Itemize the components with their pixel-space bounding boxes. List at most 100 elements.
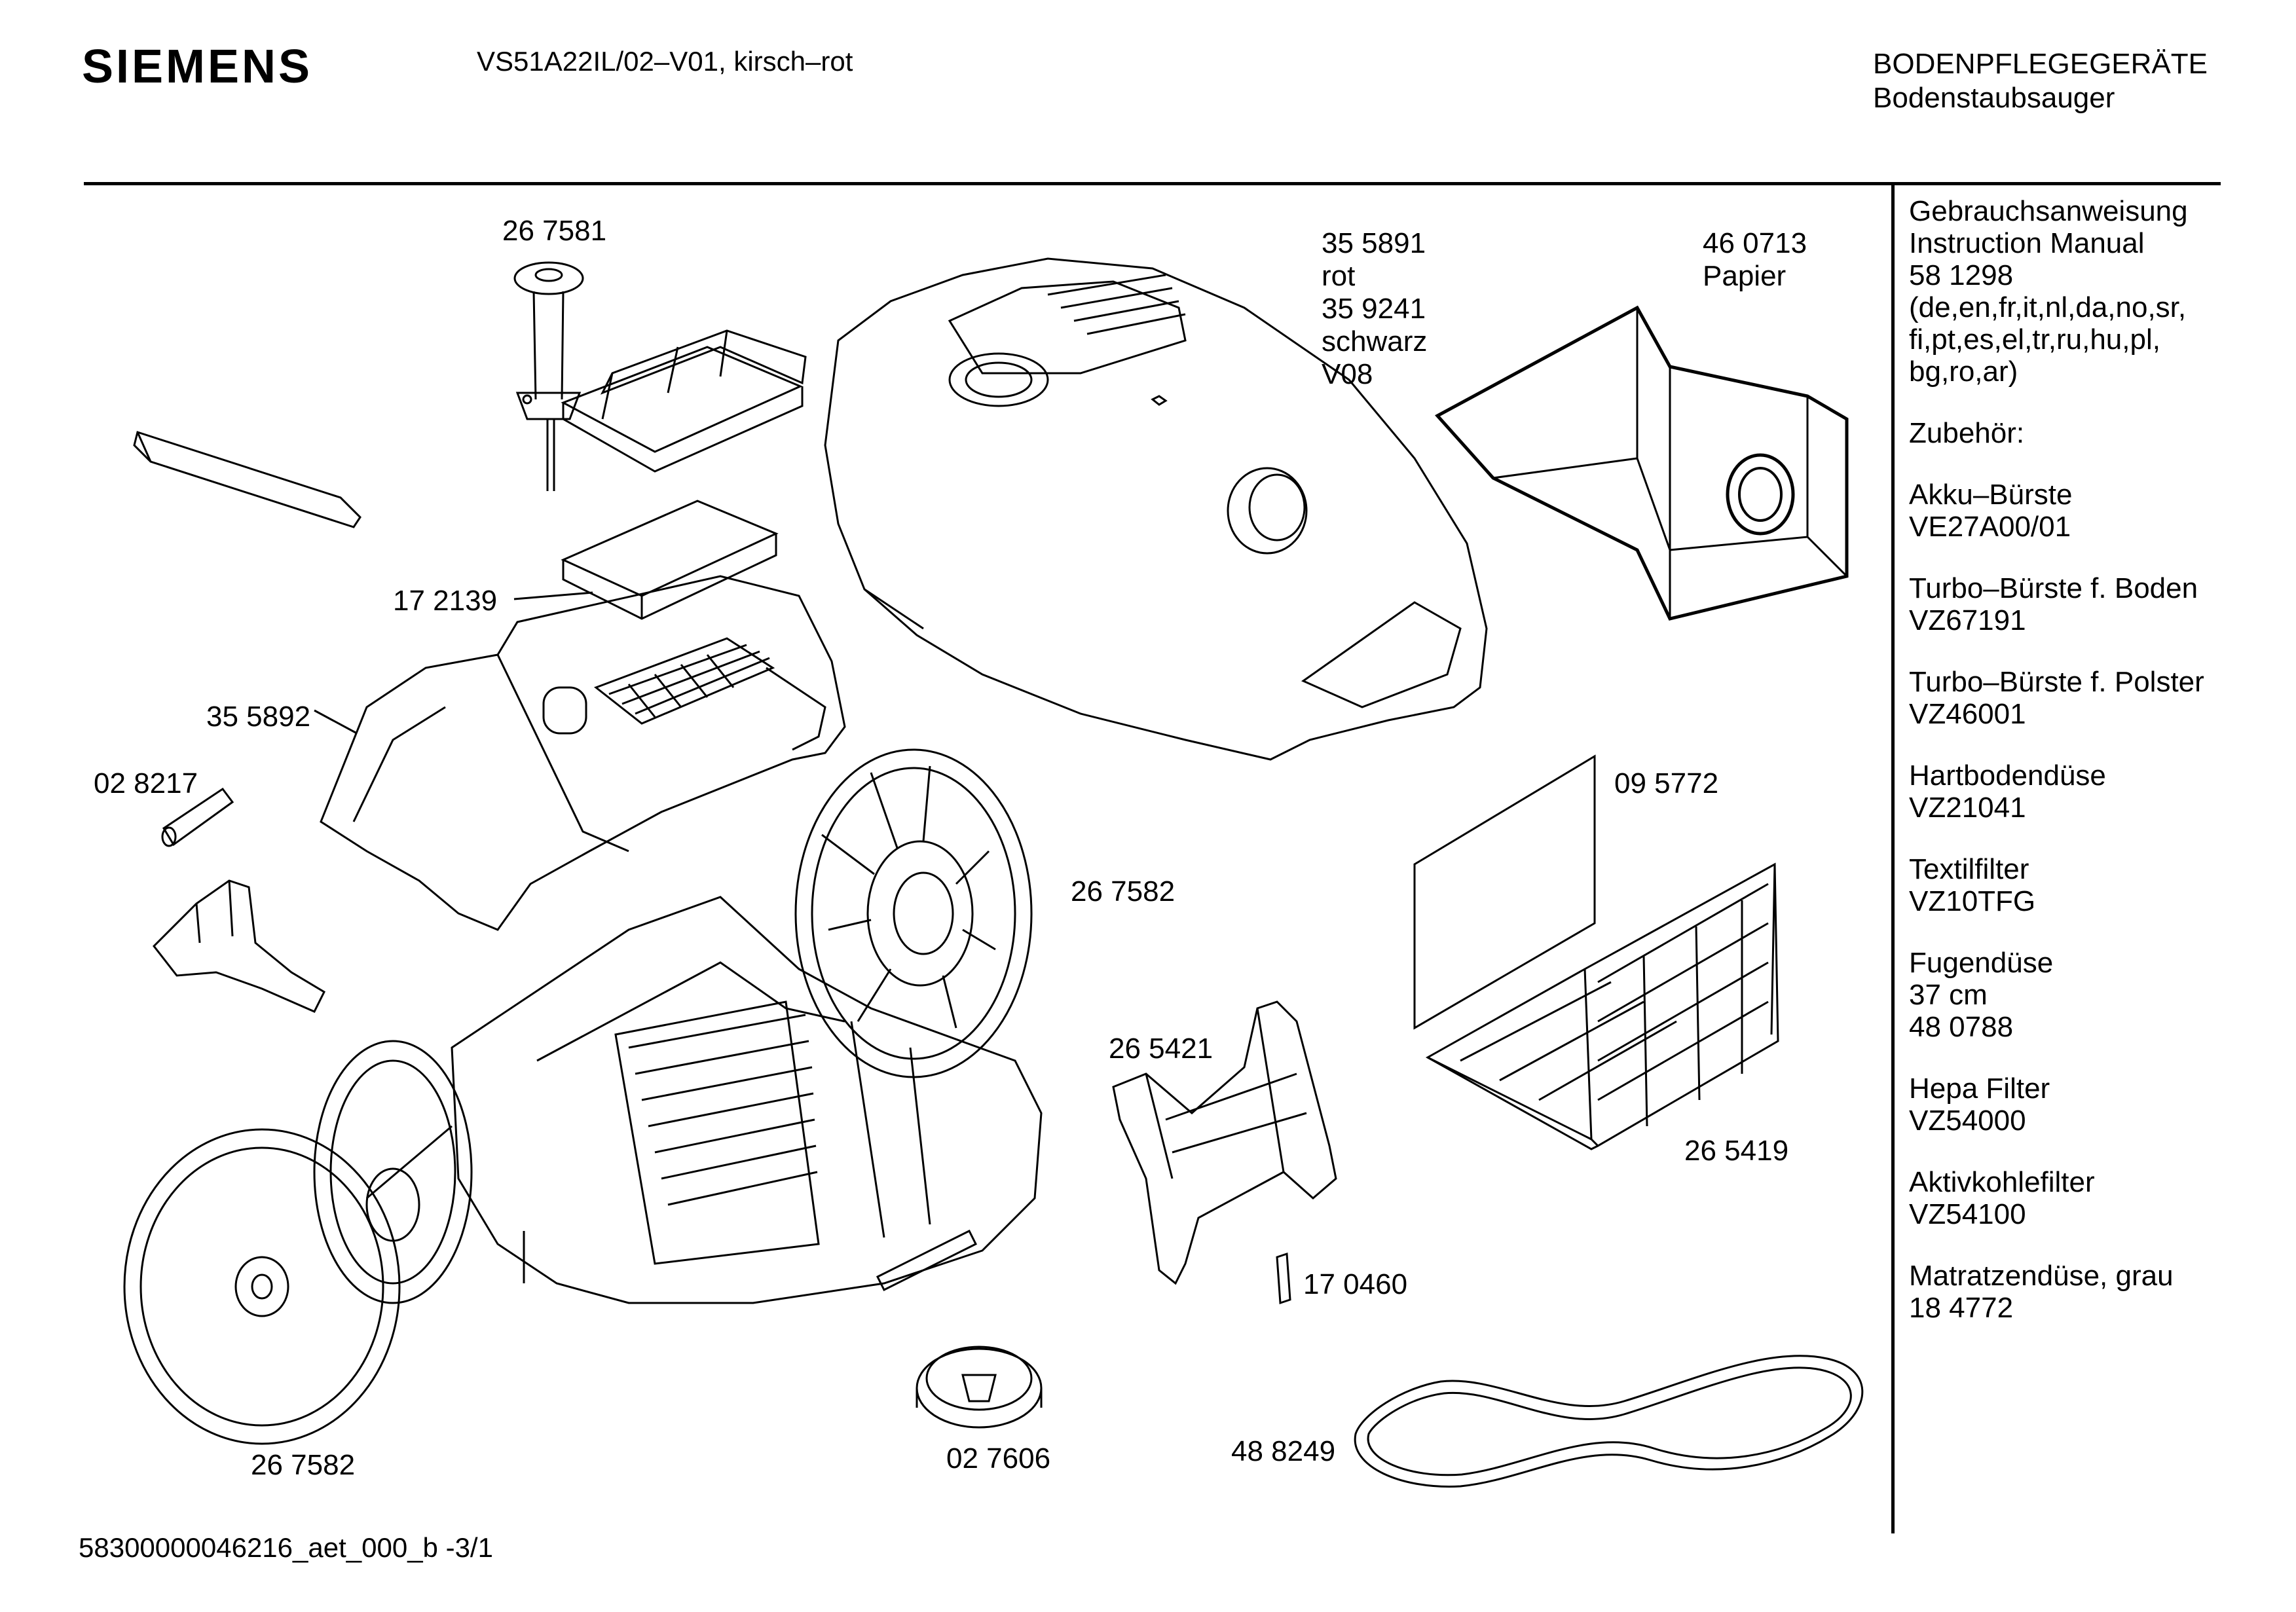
handle-bracket xyxy=(1113,1002,1336,1283)
filter-sheet xyxy=(1415,756,1595,1028)
accessory-line: 18 4772 xyxy=(1909,1292,2014,1324)
accessory-line: (de,en,fr,it,nl,da,no,sr, xyxy=(1909,291,2187,323)
accessory-line: VZ54000 xyxy=(1909,1105,2026,1137)
part-number: 46 0713 xyxy=(1703,227,1807,259)
wheel-left xyxy=(124,1041,472,1444)
part-label-267581: 26 7581 xyxy=(502,215,606,247)
wheel-right xyxy=(796,750,1031,1077)
upper-housing xyxy=(321,576,845,930)
lower-housing xyxy=(452,897,1041,1303)
accessory-heading: Zubehör: xyxy=(1909,417,2276,449)
part-number: 26 5421 xyxy=(1109,1033,1213,1065)
accessories-sidebar: Gebrauchsanweisung Instruction Manual 58… xyxy=(1909,195,2276,1353)
accessory-line: VZ10TFG xyxy=(1909,885,2036,917)
accessory-textilfilter: Textilfilter VZ10TFG xyxy=(1909,853,2276,917)
part-number: 09 5772 xyxy=(1614,767,1719,799)
filter-frame xyxy=(1428,864,1778,1149)
filter-pad xyxy=(563,501,776,619)
accessory-line: bg,ro,ar) xyxy=(1909,356,2018,388)
part-number: 26 7582 xyxy=(251,1449,356,1481)
category-subtitle: Bodenstaubsauger xyxy=(1873,82,2115,114)
accessory-line: 58 1298 xyxy=(1909,259,2014,291)
accessory-line: Hartbodendüse xyxy=(1909,760,2106,792)
part-label-027606: 02 7606 xyxy=(946,1442,1050,1475)
cord-reel-hub xyxy=(917,1347,1041,1427)
part-label-265419: 26 5419 xyxy=(1684,1135,1788,1167)
part-variant: rot xyxy=(1322,260,1356,292)
battery-part xyxy=(162,789,232,846)
accessory-fugenduese: Fugendüse 37 cm 48 0788 xyxy=(1909,947,2276,1043)
accessory-line: Hepa Filter xyxy=(1909,1072,2050,1105)
accessory-aktivkohlefilter: Aktivkohlefilter VZ54100 xyxy=(1909,1166,2276,1230)
accessory-turbo-polster: Turbo–Bürste f. Polster VZ46001 xyxy=(1909,666,2276,730)
part-label-170460: 17 0460 xyxy=(1303,1268,1407,1301)
sidebar-divider xyxy=(1891,185,1895,1533)
accessory-line: Gebrauchsanweisung xyxy=(1909,195,2188,227)
leader-355892 xyxy=(314,710,357,733)
part-number: 35 9241 xyxy=(1322,293,1426,325)
part-label-460713: 46 0713 Papier xyxy=(1703,227,1807,293)
part-number: 02 7606 xyxy=(946,1442,1051,1475)
accessory-line: VZ46001 xyxy=(1909,698,2026,730)
accessory-line: Turbo–Bürste f. Boden xyxy=(1909,572,2198,604)
accessory-hartbodenduese: Hartbodendüse VZ21041 xyxy=(1909,760,2276,824)
part-label-265421: 26 5421 xyxy=(1109,1033,1213,1065)
accessory-line: Matratzendüse, grau xyxy=(1909,1260,2174,1292)
dust-bag xyxy=(1437,308,1847,619)
header-divider xyxy=(84,182,2221,185)
accessory-line: 48 0788 xyxy=(1909,1011,2014,1043)
drive-belt xyxy=(1355,1356,1862,1487)
category-heading: BODENPFLEGEGERÄTE Bodenstaubsauger xyxy=(1873,47,2208,115)
accessory-line: Aktivkohlefilter xyxy=(1909,1166,2095,1198)
brand-logo: SIEMENS xyxy=(82,41,313,93)
accessory-line: VZ54100 xyxy=(1909,1198,2026,1230)
accessory-line: Akku–Bürste xyxy=(1909,479,2073,511)
accessory-line: Fugendüse xyxy=(1909,947,2054,979)
leader-172139 xyxy=(514,593,593,599)
accessory-matratzenduese: Matratzendüse, grau 18 4772 xyxy=(1909,1260,2276,1324)
motor-filter xyxy=(563,331,805,471)
category-title: BODENPFLEGEGERÄTE xyxy=(1873,48,2208,80)
part-label-355891: 35 5891 rot 35 9241 schwarz V08 xyxy=(1322,227,1427,391)
part-label-488249: 48 8249 xyxy=(1231,1435,1335,1468)
accessory-line: Turbo–Bürste f. Polster xyxy=(1909,666,2204,698)
seal-strip xyxy=(134,432,360,527)
part-variant: V08 xyxy=(1322,358,1373,390)
accessory-turbo-boden: Turbo–Bürste f. Boden VZ67191 xyxy=(1909,572,2276,636)
part-label-267582-right: 26 7582 xyxy=(1071,875,1175,908)
part-variant: schwarz xyxy=(1322,325,1428,357)
accessory-manual: Gebrauchsanweisung Instruction Manual 58… xyxy=(1909,195,2276,388)
part-label-355892: 35 5892 xyxy=(206,701,310,733)
part-number: 17 0460 xyxy=(1303,1268,1408,1300)
accessory-line: Textilfilter xyxy=(1909,853,2029,885)
accessory-line: fi,pt,es,el,tr,ru,hu,pl, xyxy=(1909,323,2160,356)
part-number: 26 5419 xyxy=(1684,1135,1789,1167)
part-number: 26 7581 xyxy=(502,215,607,247)
accessory-line: VZ21041 xyxy=(1909,792,2026,824)
accessory-line: VZ67191 xyxy=(1909,604,2026,636)
accessory-hepa-filter: Hepa Filter VZ54000 xyxy=(1909,1072,2276,1137)
accessory-line: 37 cm xyxy=(1909,979,1988,1011)
document-id: 58300000046216_aet_000_b -3/1 xyxy=(79,1532,493,1563)
spindle-part xyxy=(515,263,583,491)
part-label-028217: 02 8217 xyxy=(94,767,198,800)
part-number: 02 8217 xyxy=(94,767,198,799)
part-number: 48 8249 xyxy=(1231,1435,1336,1467)
part-label-172139: 17 2139 xyxy=(393,585,497,617)
small-plate xyxy=(1277,1254,1290,1303)
accessory-line: VE27A00/01 xyxy=(1909,511,2071,543)
clip-bracket xyxy=(154,881,324,1012)
accessory-line: Instruction Manual xyxy=(1909,227,2145,259)
part-number: 26 7582 xyxy=(1071,875,1176,907)
part-number: 35 5892 xyxy=(206,701,311,733)
part-number: 35 5891 xyxy=(1322,227,1426,259)
accessory-line: Zubehör: xyxy=(1909,417,2025,449)
part-label-267582-left: 26 7582 xyxy=(251,1449,355,1482)
part-number: 17 2139 xyxy=(393,585,498,617)
part-label-095772: 09 5772 xyxy=(1614,767,1718,800)
part-variant: Papier xyxy=(1703,260,1787,292)
accessory-akku-buerste: Akku–Bürste VE27A00/01 xyxy=(1909,479,2276,543)
main-cover xyxy=(825,259,1487,760)
model-title: VS51A22IL/02–V01, kirsch–rot xyxy=(477,46,853,77)
